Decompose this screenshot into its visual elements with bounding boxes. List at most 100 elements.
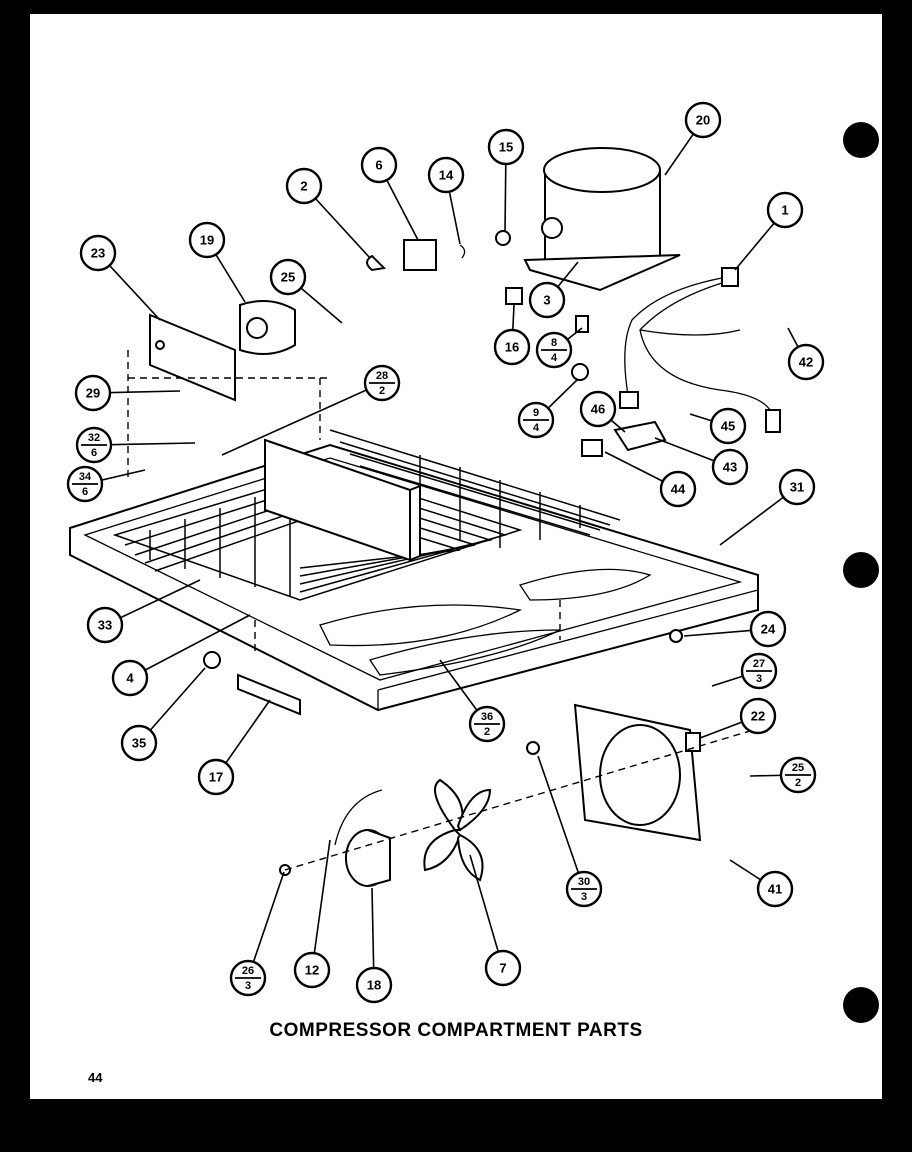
binder-hole <box>843 122 879 158</box>
callout-number: 22 <box>751 709 765 724</box>
callout-number: 30 <box>578 876 590 888</box>
callout-24: 24 <box>749 610 787 648</box>
callout-number: 41 <box>768 882 782 897</box>
electrical-components-drawing <box>366 230 667 457</box>
callout-25b: 252 <box>779 756 817 794</box>
callout-number: 36 <box>481 711 493 723</box>
callout-quantity: 2 <box>795 777 801 789</box>
callout-16: 16 <box>493 328 531 366</box>
callout-29: 29 <box>74 374 112 412</box>
fan-motor-assembly-drawing <box>203 629 761 887</box>
callout-number: 28 <box>376 370 388 382</box>
callout-quantity: 4 <box>533 422 540 434</box>
callout-quantity: 2 <box>484 726 490 738</box>
callout-number: 17 <box>209 770 223 785</box>
callout-30: 303 <box>565 870 603 908</box>
callout-3: 3 <box>528 281 566 319</box>
fan-shroud-bracket-drawing <box>573 703 702 842</box>
callout-number: 1 <box>781 203 788 218</box>
callout-46: 46 <box>579 390 617 428</box>
callout-14: 14 <box>427 156 465 194</box>
callout-number: 12 <box>305 963 319 978</box>
callout-33: 33 <box>86 606 124 644</box>
callout-32: 326 <box>75 426 113 464</box>
callout-number: 6 <box>375 158 382 173</box>
callout-8: 84 <box>535 331 573 369</box>
callout-quantity: 2 <box>379 385 385 397</box>
callout-number: 9 <box>533 407 539 419</box>
callout-7: 7 <box>484 949 522 987</box>
callout-number: 23 <box>91 246 105 261</box>
callout-number: 18 <box>367 978 381 993</box>
callout-44: 44 <box>659 470 697 508</box>
callout-number: 3 <box>543 293 550 308</box>
callout-quantity: 4 <box>551 352 558 364</box>
callout-number: 15 <box>499 140 513 155</box>
defrost-timer-bracket-drawing <box>127 300 330 480</box>
callout-number: 26 <box>242 965 254 977</box>
callout-number: 8 <box>551 337 557 349</box>
callout-number: 25 <box>281 270 295 285</box>
callout-28: 282 <box>363 364 401 402</box>
callout-number: 33 <box>98 618 112 633</box>
callout-1: 1 <box>766 191 804 229</box>
callout-20: 20 <box>684 101 722 139</box>
callout-number: 42 <box>799 355 813 370</box>
callout-36: 362 <box>468 705 506 743</box>
binder-hole <box>843 987 879 1023</box>
callout-number: 2 <box>300 179 307 194</box>
callout-42: 42 <box>787 343 825 381</box>
callout-quantity: 6 <box>91 447 97 459</box>
page-number: 44 <box>88 1070 103 1085</box>
callout-35: 35 <box>120 724 158 762</box>
callout-number: 14 <box>439 168 454 183</box>
callout-23: 23 <box>79 234 117 272</box>
callout-27: 273 <box>740 652 778 690</box>
callout-34: 346 <box>66 465 104 503</box>
callout-18: 18 <box>355 966 393 1004</box>
callout-quantity: 6 <box>82 486 88 498</box>
callout-quantity: 3 <box>581 891 587 903</box>
callout-43: 43 <box>711 448 749 486</box>
callout-number: 44 <box>671 482 686 497</box>
callout-number: 43 <box>723 460 737 475</box>
callout-22: 22 <box>739 697 777 735</box>
compressor-drawing <box>523 147 681 292</box>
callout-31: 31 <box>778 468 816 506</box>
wiring-harness-drawing <box>619 267 781 433</box>
callout-25a: 25 <box>269 258 307 296</box>
callout-number: 7 <box>499 961 506 976</box>
callout-quantity: 3 <box>756 673 762 685</box>
binder-hole <box>843 552 879 588</box>
callout-number: 24 <box>761 622 776 637</box>
callout-12: 12 <box>293 951 331 989</box>
callout-group: 1234678494121415161718192022232425252263… <box>66 101 825 1004</box>
callout-number: 19 <box>200 233 214 248</box>
callout-19: 19 <box>188 221 226 259</box>
callout-number: 46 <box>591 402 605 417</box>
callout-17: 17 <box>197 758 235 796</box>
callout-number: 27 <box>753 658 765 670</box>
callout-number: 32 <box>88 432 100 444</box>
callout-number: 34 <box>79 471 92 483</box>
callout-number: 20 <box>696 113 710 128</box>
base-pan-drawing <box>69 443 759 712</box>
callout-6: 6 <box>360 146 398 184</box>
callout-number: 29 <box>86 386 100 401</box>
diagram-caption: COMPRESSOR COMPARTMENT PARTS <box>269 1020 643 1041</box>
callout-41: 41 <box>756 870 794 908</box>
callout-number: 16 <box>505 340 519 355</box>
callout-9: 94 <box>517 401 555 439</box>
callout-number: 25 <box>792 762 804 774</box>
callout-quantity: 3 <box>245 980 251 992</box>
callout-number: 31 <box>790 480 804 495</box>
callout-4: 4 <box>111 659 149 697</box>
callout-number: 4 <box>126 671 134 686</box>
callout-number: 35 <box>132 736 146 751</box>
divider-panel-drawing <box>264 438 421 562</box>
callout-26: 263 <box>229 959 267 997</box>
callout-15: 15 <box>487 128 525 166</box>
callout-45: 45 <box>709 407 747 445</box>
